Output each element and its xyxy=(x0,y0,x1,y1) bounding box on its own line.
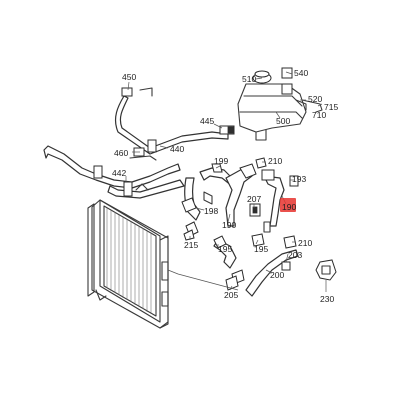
hose-205 xyxy=(225,269,245,291)
callout-190-highlighted[interactable]: 190 xyxy=(282,202,296,212)
highlight-marker xyxy=(280,198,296,212)
callout-450[interactable]: 450 xyxy=(122,72,136,82)
callout-440[interactable]: 440 xyxy=(170,144,184,154)
callout-445[interactable]: 445 xyxy=(200,116,214,126)
callout-210-lower[interactable]: 210 xyxy=(298,238,312,248)
hose-198 xyxy=(181,177,213,221)
callout-190-center[interactable]: 190 xyxy=(222,220,236,230)
clamp-215 xyxy=(183,221,199,241)
callout-710[interactable]: 710 xyxy=(312,110,326,120)
callout-460[interactable]: 460 xyxy=(114,148,128,158)
hose-195 xyxy=(213,221,271,269)
callout-193[interactable]: 193 xyxy=(292,174,306,184)
callout-215[interactable]: 215 xyxy=(184,240,198,250)
clamp-207 xyxy=(249,203,261,217)
callout-210-upper[interactable]: 210 xyxy=(268,156,282,166)
callout-labels: 450 445 460 440 442 510 540 520 715 710 … xyxy=(112,68,338,304)
connector-445 xyxy=(219,125,235,135)
callout-442[interactable]: 442 xyxy=(112,168,126,178)
callout-510[interactable]: 510 xyxy=(242,74,256,84)
callout-199[interactable]: 199 xyxy=(214,156,228,166)
callout-203[interactable]: 203 xyxy=(288,250,302,260)
hose-450 xyxy=(114,87,229,155)
hose-440 xyxy=(43,145,181,189)
radiator xyxy=(87,199,169,329)
callout-195-right[interactable]: 195 xyxy=(254,244,268,254)
hose-190-highlighted xyxy=(261,169,299,227)
hose-442 xyxy=(107,179,185,199)
hose-190-center xyxy=(225,163,257,227)
callout-500[interactable]: 500 xyxy=(276,116,290,126)
callout-230[interactable]: 230 xyxy=(320,294,334,304)
callout-540[interactable]: 540 xyxy=(294,68,308,78)
hose-200 xyxy=(245,235,299,297)
callout-195-left[interactable]: 195 xyxy=(218,244,232,254)
part-230 xyxy=(315,259,337,281)
callout-198[interactable]: 198 xyxy=(204,206,218,216)
radiator-core xyxy=(106,208,152,314)
callout-520[interactable]: 520 xyxy=(308,94,322,104)
callout-207[interactable]: 207 xyxy=(247,194,261,204)
callout-715[interactable]: 715 xyxy=(324,102,338,112)
callout-200[interactable]: 200 xyxy=(270,270,284,280)
clamp-210-upper xyxy=(255,157,267,169)
callout-205[interactable]: 205 xyxy=(224,290,238,300)
